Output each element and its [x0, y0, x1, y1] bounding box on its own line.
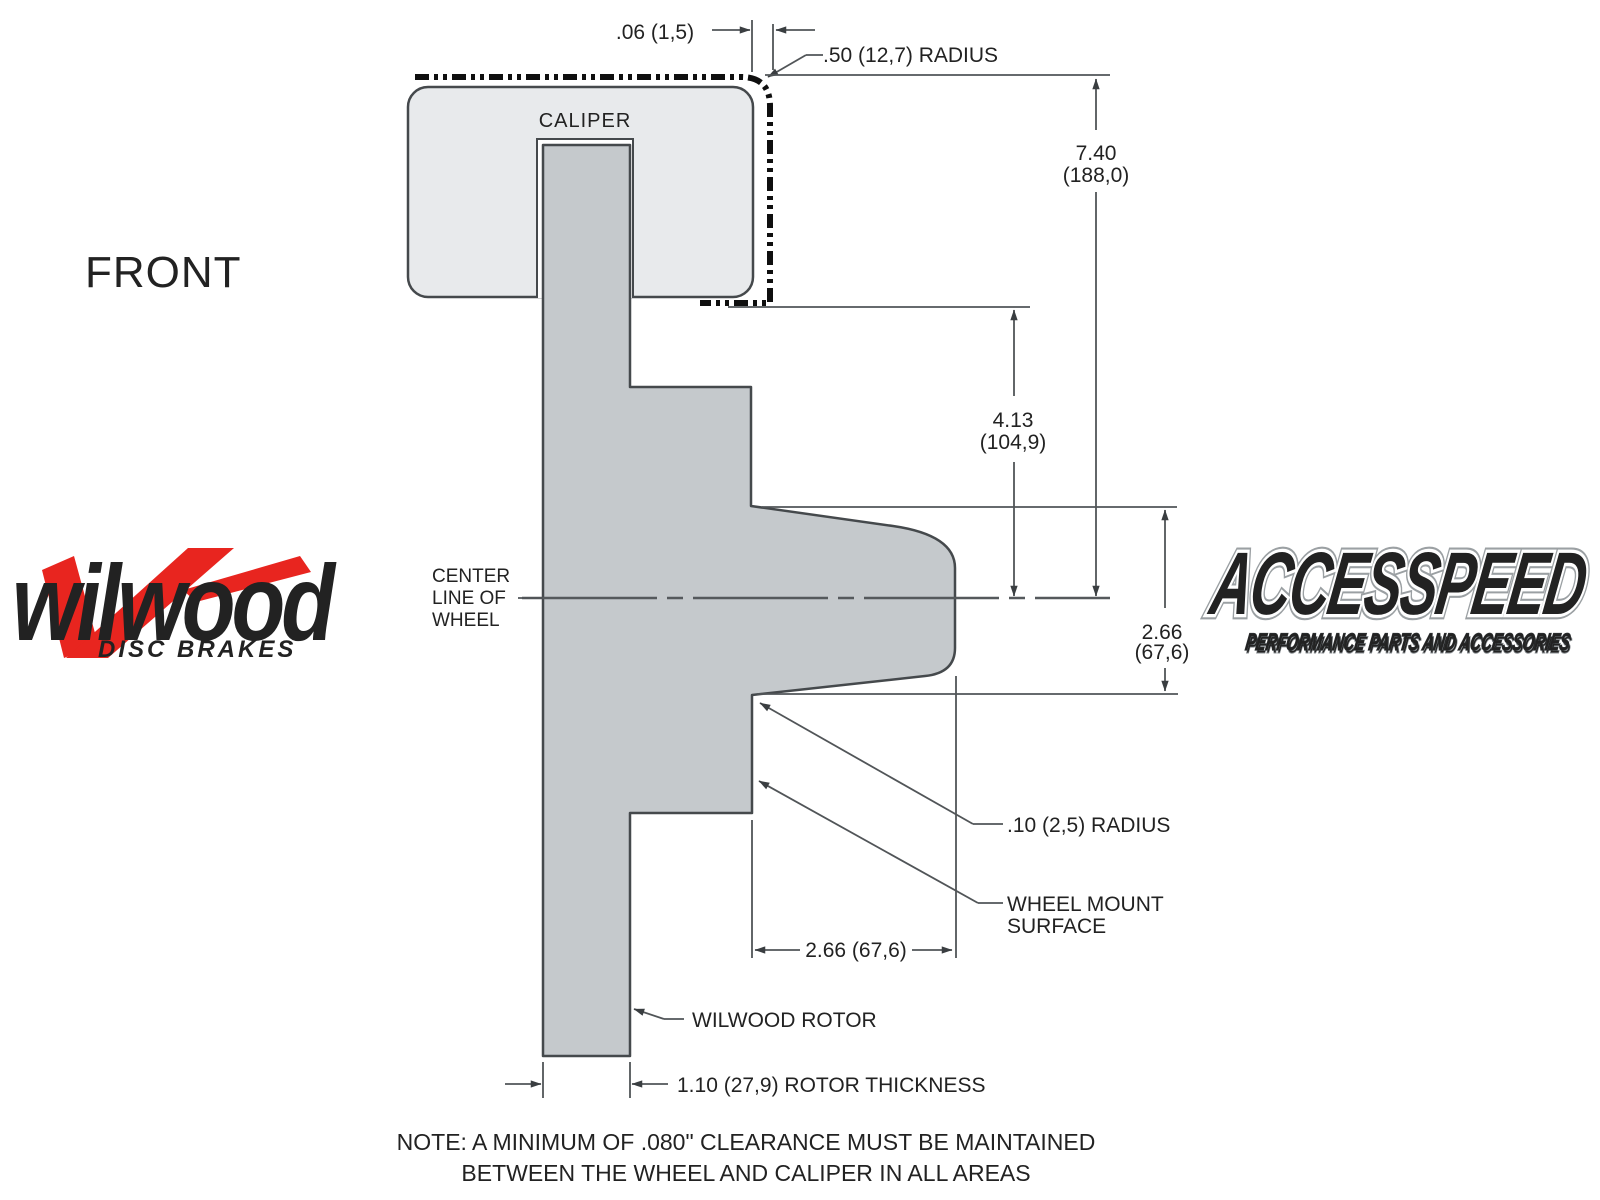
wilwood-wordmark: wilwood [12, 543, 337, 663]
wheel-mount-label-2: SURFACE [1007, 915, 1106, 938]
dim-rotor-thickness: 1.10 (27,9) ROTOR THICKNESS [677, 1074, 986, 1097]
note: NOTE: A MINIMUM OF .080" CLEARANCE MUST … [397, 1129, 1096, 1186]
accesspeed-sub: PERFORMANCE PARTS AND ACCESSORIES [1244, 630, 1573, 656]
dim-radius-top: .50 (12,7) RADIUS [823, 44, 998, 67]
dim-hat-depth: 2.66 (67,6) [805, 939, 907, 962]
svg-text:ACCESSPEED: ACCESSPEED [1203, 533, 1593, 632]
dim-mid-mm: (104,9) [980, 431, 1047, 454]
svg-text:LINE OF: LINE OF [432, 588, 506, 609]
rotor-section [541, 143, 957, 1058]
svg-text:ACCESSPEED: ACCESSPEED [1203, 533, 1593, 632]
clearance-outline [415, 74, 773, 306]
svg-text:NOTE: A MINIMUM OF .080" CLEAR: NOTE: A MINIMUM OF .080" CLEARANCE MUST … [397, 1129, 1096, 1155]
dim-height-in: 7.40 [1076, 142, 1117, 165]
svg-text:BETWEEN THE WHEEL AND CALIPER: BETWEEN THE WHEEL AND CALIPER IN ALL ARE… [461, 1160, 1030, 1186]
wheel-mount-label-1: WHEEL MOUNT [1007, 893, 1164, 916]
wilwood-logo: wilwood DISC BRAKES [12, 543, 341, 663]
svg-text:CENTER: CENTER [432, 566, 510, 587]
caliper-label: CALIPER [539, 110, 632, 132]
rotor-label: WILWOOD ROTOR [692, 1009, 877, 1032]
wilwood-red-slash [42, 556, 98, 658]
dimension-lines [505, 20, 1178, 1098]
centerline-label: CENTER LINE OF WHEEL [432, 566, 510, 631]
dim-height-mm: (188,0) [1063, 164, 1130, 187]
accesspeed-logo: ACCESSPEED ACCESSPEED ACCESSPEED PERFORM… [1199, 529, 1598, 659]
dim-hat-in: 2.66 [1142, 621, 1183, 644]
accesspeed-wordmark: ACCESSPEED [1203, 533, 1593, 632]
wilwood-sub: DISC BRAKES [98, 636, 296, 663]
dim-hat-mm: (67,6) [1135, 641, 1190, 664]
wilwood-red-streak [183, 556, 311, 602]
dim-radius-small: .10 (2,5) RADIUS [1007, 814, 1170, 837]
dim-gap: .06 (1,5) [616, 21, 694, 44]
view-label: FRONT [85, 248, 242, 297]
svg-text:PERFORMANCE PARTS AND ACCESSOR: PERFORMANCE PARTS AND ACCESSORIES [1245, 633, 1574, 659]
svg-text:WHEEL: WHEEL [432, 610, 500, 631]
dim-mid-in: 4.13 [993, 409, 1034, 432]
wilwood-red-slash2 [66, 548, 234, 658]
